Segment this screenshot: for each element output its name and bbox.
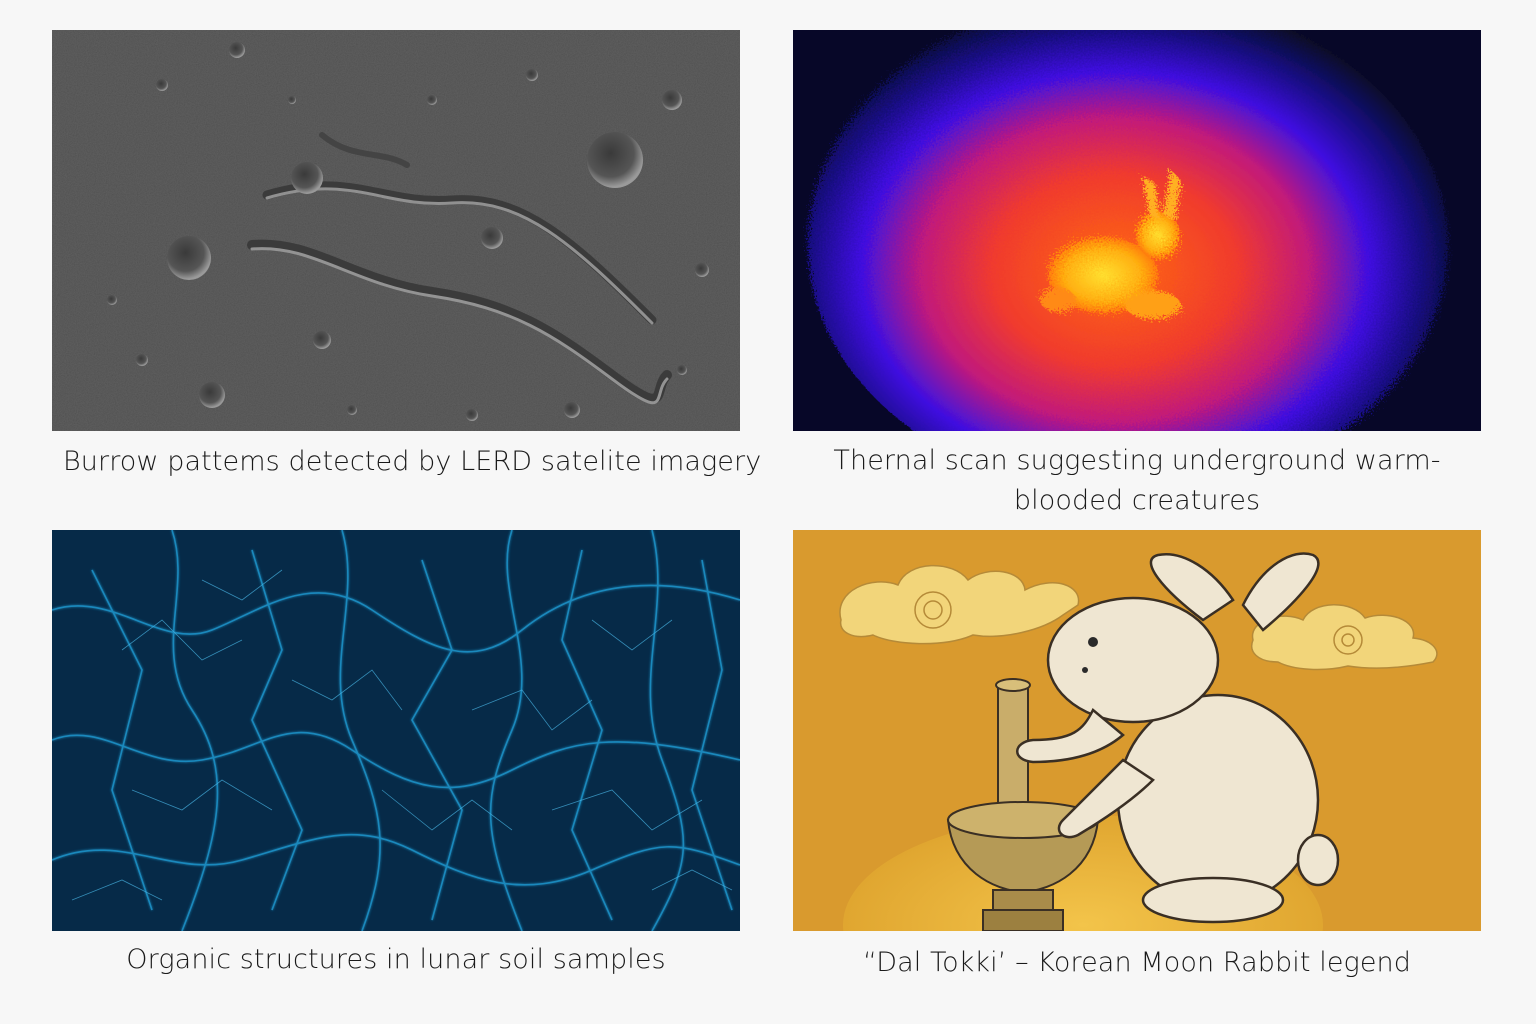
thermal-scan-image [793, 30, 1481, 431]
caption-moon-rabbit: “Dal Tokki’ – Korean Moon Rabbit legend [862, 947, 1412, 978]
mortar [946, 678, 1100, 931]
filament-network [52, 530, 740, 931]
moon-rabbit-graphic [793, 530, 1481, 931]
caption-lunar-surface: Burrow pattems detected by LERD satelite… [63, 446, 762, 477]
lunar-surface-image [52, 30, 740, 431]
caption-organic-structures: Organic structures in lunar soil samples [126, 944, 666, 975]
cloud-left [839, 564, 1080, 645]
craters [107, 42, 709, 421]
organic-structures-image [52, 530, 740, 931]
rabbit [1016, 552, 1340, 924]
cloud-right [1251, 604, 1438, 671]
fine-filaments [71, 569, 733, 901]
caption-thermal-scan: Thernal scan suggesting underground warm… [833, 445, 1441, 516]
rabbit-heat-signature [1040, 170, 1181, 319]
burrow-grooves [247, 132, 672, 405]
lunar-surface-graphic [52, 30, 740, 431]
moon-rabbit-illustration [793, 530, 1481, 931]
organic-structures-graphic [52, 530, 740, 931]
thermal-scan-graphic [793, 30, 1481, 431]
